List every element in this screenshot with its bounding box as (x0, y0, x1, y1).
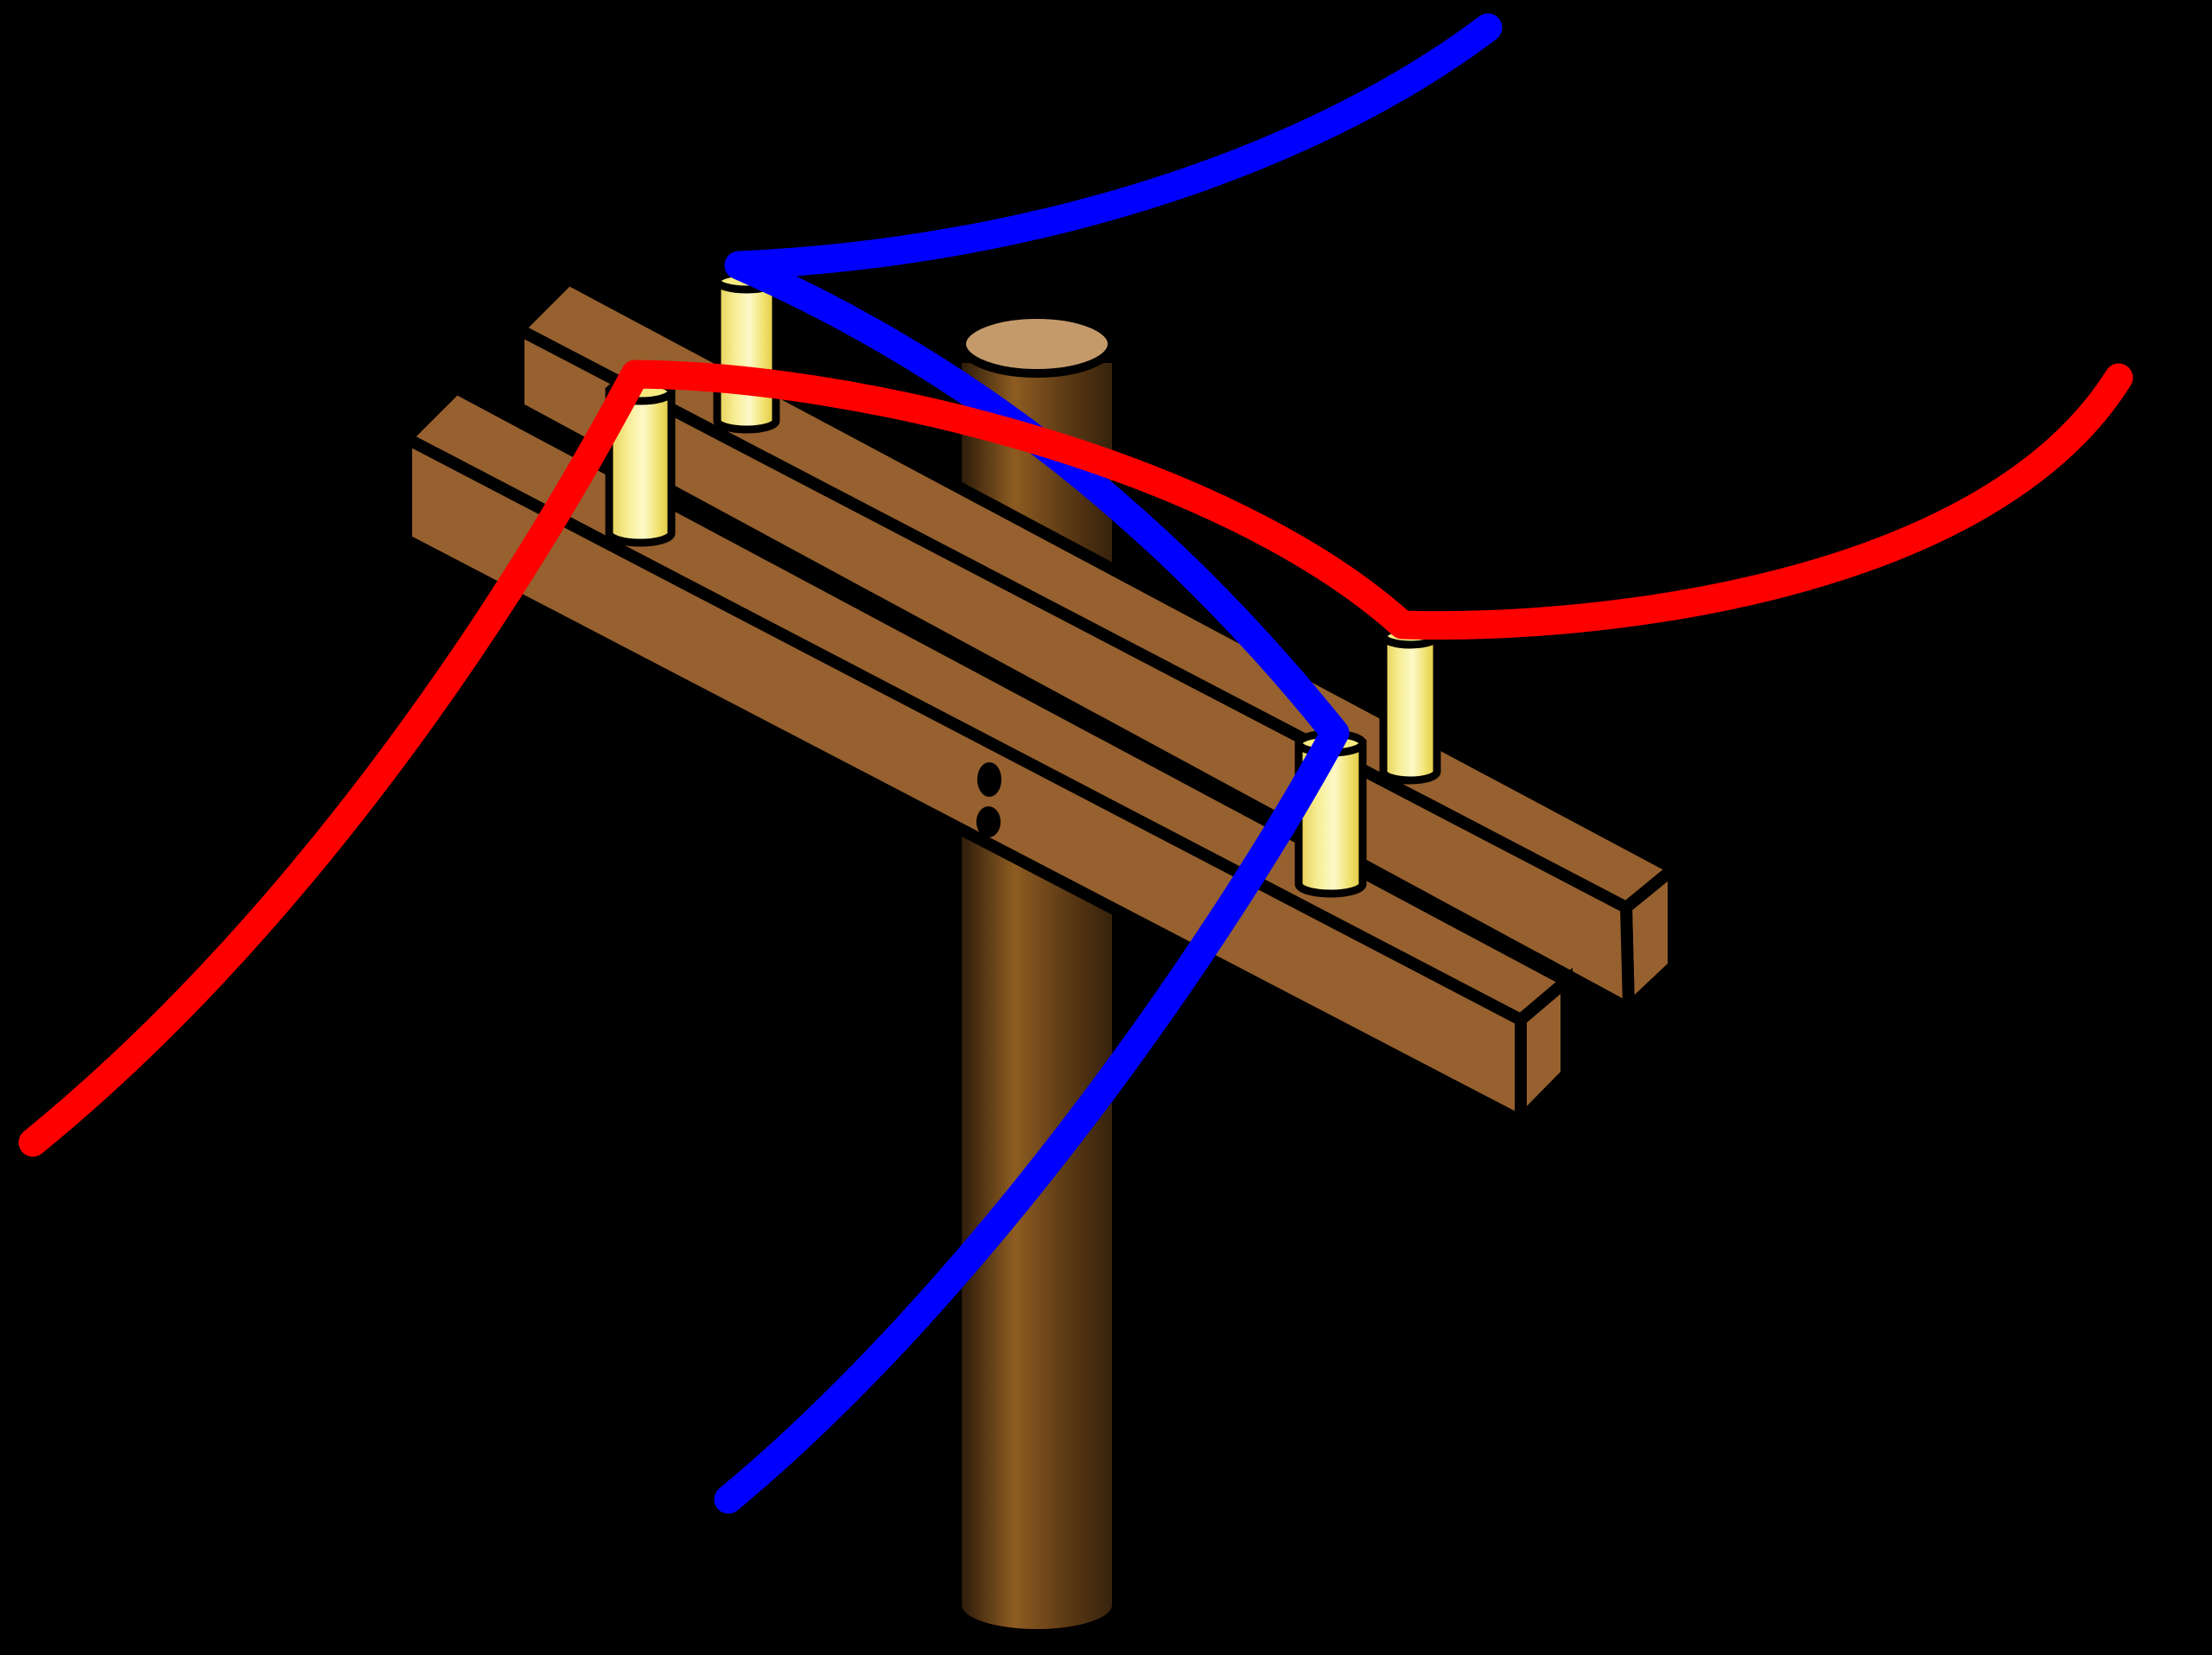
insulator-rear-right-body (1379, 632, 1441, 785)
blue-wire (714, 13, 1503, 1514)
insulator-front-left-body (605, 387, 676, 547)
insulator-rear-left-body (713, 277, 780, 434)
front-crossarm-front-face (400, 428, 1527, 1131)
bolt-lower (976, 806, 1001, 837)
red-wire (18, 360, 2133, 1157)
pole-top-cap (957, 310, 1116, 378)
bolt-upper (977, 762, 1001, 797)
